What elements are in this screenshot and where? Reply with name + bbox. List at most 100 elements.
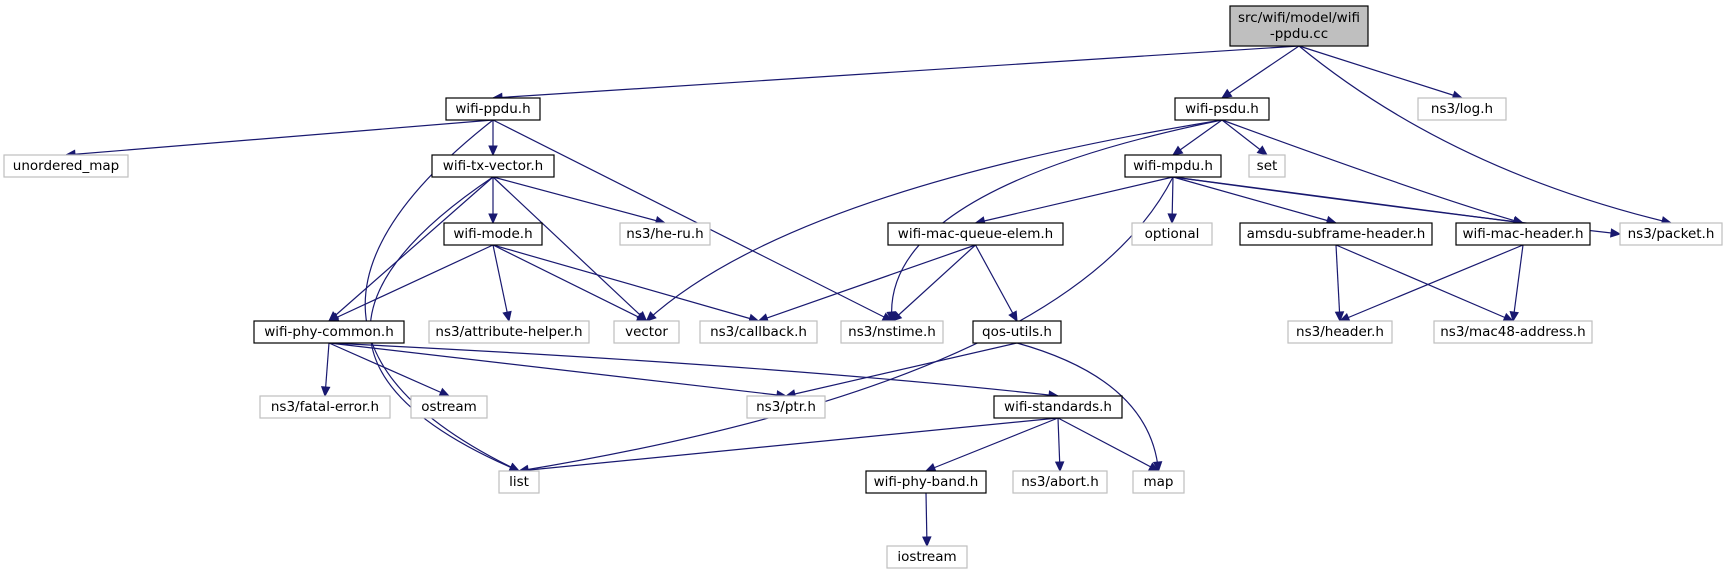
node-wifi-mpdu[interactable]: wifi-mpdu.h <box>1124 154 1222 178</box>
edge-wifi-ppdu-to-unordered-map <box>65 119 494 156</box>
node-map: map <box>1132 470 1185 494</box>
node-wifi-phy-band[interactable]: wifi-phy-band.h <box>865 470 987 494</box>
node-vector: vector <box>613 320 680 344</box>
edge-wifi-psdu-to-set <box>1221 119 1268 156</box>
edge-wifi-mode-to-wifi-phy-common <box>328 244 494 322</box>
node-ostream: ostream <box>410 395 488 419</box>
node-label: ns3/nstime.h <box>848 324 936 340</box>
edge-arrowhead <box>320 386 331 398</box>
edge-wifi-mac-header-to-ns3-header <box>1339 244 1524 322</box>
edge-wifi-phy-common-to-ns3-ptr <box>328 342 787 397</box>
node-box[interactable] <box>993 395 1123 419</box>
node-label: list <box>509 474 529 490</box>
node-box <box>1012 470 1108 494</box>
edge-wifi-standards-to-wifi-phy-band <box>925 417 1059 472</box>
edge-arrowhead <box>488 213 498 225</box>
node-box <box>1417 97 1507 121</box>
node-wifi-mac-header[interactable]: wifi-mac-header.h <box>1455 222 1591 246</box>
node-label: wifi-mpdu.h <box>1133 158 1213 174</box>
node-box[interactable] <box>865 470 987 494</box>
node-ns3-callback: ns3/callback.h <box>699 320 818 344</box>
node-label: -ppdu.cc <box>1270 26 1328 42</box>
node-root[interactable]: src/wifi/model/wifi-ppdu.cc <box>1229 5 1369 47</box>
node-ns3-fatal-error: ns3/fatal-error.h <box>259 395 391 419</box>
edge-qos-utils-to-ns3-ptr <box>785 342 1018 397</box>
node-ns3-he-ru: ns3/he-ru.h <box>619 222 711 246</box>
node-box[interactable] <box>445 97 541 121</box>
node-box <box>1433 320 1593 344</box>
node-wifi-mac-queue-elem[interactable]: wifi-mac-queue-elem.h <box>887 222 1064 246</box>
node-box[interactable] <box>1455 222 1591 246</box>
node-box[interactable] <box>443 222 543 246</box>
node-wifi-ppdu[interactable]: wifi-ppdu.h <box>445 97 541 121</box>
edge-arrowhead <box>1220 88 1233 99</box>
node-label: ns3/header.h <box>1296 324 1384 340</box>
node-label: wifi-tx-vector.h <box>443 158 543 174</box>
node-label: ns3/mac48-address.h <box>1440 324 1586 340</box>
edge-wifi-mode-to-ns3-attribute-helper <box>492 244 510 322</box>
node-label: src/wifi/model/wifi <box>1238 10 1360 26</box>
node-qos-utils[interactable]: qos-utils.h <box>972 320 1062 344</box>
node-wifi-psdu[interactable]: wifi-psdu.h <box>1174 97 1270 121</box>
node-label: wifi-mode.h <box>453 226 532 242</box>
node-box <box>886 545 968 569</box>
node-box[interactable] <box>1174 97 1270 121</box>
edge-wifi-phy-common-to-wifi-standards <box>328 342 1059 397</box>
edge-wifi-ppdu-to-ns3-nstime <box>492 119 893 322</box>
node-label: ns3/packet.h <box>1628 226 1715 242</box>
node-label: wifi-phy-band.h <box>874 474 979 490</box>
node-box <box>1131 222 1213 246</box>
node-box <box>1287 320 1393 344</box>
node-ns3-nstime: ns3/nstime.h <box>840 320 944 344</box>
node-label: wifi-ppdu.h <box>455 101 530 117</box>
edge-arrowhead <box>1334 311 1345 323</box>
edge-arrowhead <box>1008 310 1018 323</box>
edge-arrowhead <box>1054 461 1065 473</box>
node-box[interactable] <box>253 320 405 344</box>
node-label: map <box>1144 474 1174 490</box>
edge-arrowhead <box>488 145 498 157</box>
node-list: list <box>498 470 540 494</box>
node-box <box>1619 222 1723 246</box>
node-box <box>3 154 129 178</box>
node-box[interactable] <box>1124 154 1222 178</box>
node-wifi-tx-vector[interactable]: wifi-tx-vector.h <box>431 154 555 178</box>
node-iostream: iostream <box>886 545 968 569</box>
node-ns3-header: ns3/header.h <box>1287 320 1393 344</box>
node-box <box>699 320 818 344</box>
node-box[interactable] <box>1239 222 1433 246</box>
node-label: iostream <box>897 549 956 565</box>
node-label: ns3/he-ru.h <box>626 226 703 242</box>
node-label: unordered_map <box>13 158 119 174</box>
edge-arrowhead <box>1509 310 1519 323</box>
nodes-layer: src/wifi/model/wifi-ppdu.cc wifi-ppdu.h wi… <box>3 5 1723 569</box>
node-box <box>498 470 540 494</box>
node-wifi-mode[interactable]: wifi-mode.h <box>443 222 543 246</box>
edge-root-to-ns3-log <box>1298 45 1463 99</box>
edge-wifi-mpdu-to-amsdu-subframe-header <box>1172 176 1337 224</box>
node-box <box>746 395 826 419</box>
edge-wifi-mode-to-vector <box>492 244 647 322</box>
node-box[interactable] <box>887 222 1064 246</box>
node-label: wifi-phy-common.h <box>264 324 394 340</box>
node-wifi-standards[interactable]: wifi-standards.h <box>993 395 1123 419</box>
node-box[interactable] <box>972 320 1062 344</box>
edge-arrowhead <box>891 311 903 322</box>
node-box <box>619 222 711 246</box>
node-label: ns3/fatal-error.h <box>271 399 379 415</box>
edge-root-to-ns3-packet <box>1298 45 1672 224</box>
edge-wifi-psdu-to-ns3-nstime <box>891 119 1223 322</box>
node-box[interactable] <box>1229 5 1369 47</box>
edge-wifi-mac-queue-elem-to-ns3-callback <box>758 244 976 322</box>
node-wifi-phy-common[interactable]: wifi-phy-common.h <box>253 320 405 344</box>
node-ns3-packet: ns3/packet.h <box>1619 222 1723 246</box>
edge-wifi-phy-common-to-ostream <box>328 342 450 397</box>
node-optional: optional <box>1131 222 1213 246</box>
edge-wifi-tx-vector-to-ns3-he-ru <box>492 176 666 224</box>
edge-wifi-mac-queue-elem-to-ns3-nstime <box>891 244 976 322</box>
node-label: amsdu-subframe-header.h <box>1247 226 1426 242</box>
node-amsdu-subframe-header[interactable]: amsdu-subframe-header.h <box>1239 222 1433 246</box>
edge-wifi-tx-vector-to-wifi-phy-common <box>328 176 494 322</box>
node-box[interactable] <box>431 154 555 178</box>
